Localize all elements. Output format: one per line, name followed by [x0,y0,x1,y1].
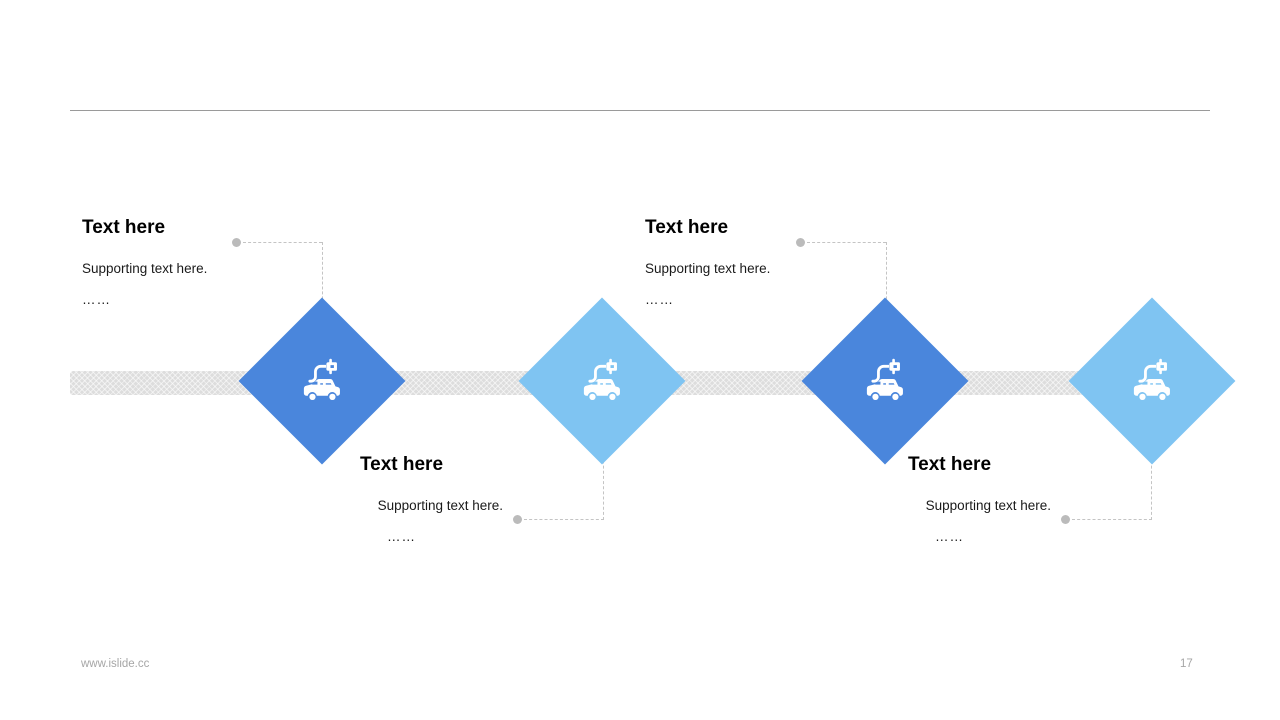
connector-line-v-3 [886,242,887,324]
text-block-4[interactable]: Text here Supporting text here. …… [848,454,1051,545]
connector-line-h-3 [807,242,886,243]
connector-line-h-2 [524,519,604,520]
connector-line-v-4 [1151,440,1152,520]
timeline-node-4[interactable] [1068,297,1236,465]
text-block-2-subtitle: Supporting text here. [377,497,503,513]
text-block-4-subtitle: Supporting text here. [925,497,1051,513]
text-block-3[interactable]: Text here Supporting text here. …… [645,217,771,308]
ev-charging-icon-1 [263,322,381,440]
text-block-1-title: Text here [82,217,166,238]
header-divider [70,110,1210,111]
connector-dot-2 [513,515,522,524]
ev-charging-icon-3 [826,322,944,440]
text-block-4-title: Text here [907,454,992,475]
text-block-1[interactable]: Text here Supporting text here. …… [82,217,208,308]
timeline-node-3[interactable] [801,297,969,465]
connector-dot-4 [1061,515,1070,524]
timeline-node-2[interactable] [518,297,686,465]
connector-line-h-1 [243,242,322,243]
footer-url[interactable]: www.islide.cc [81,658,150,670]
text-block-3-subtitle: Supporting text here. [645,260,771,276]
text-block-4-ellipsis: …… [935,529,964,545]
text-block-2-ellipsis: …… [387,529,416,545]
timeline-node-1[interactable] [238,297,406,465]
text-block-3-ellipsis: …… [645,292,674,308]
connector-dot-3 [796,238,805,247]
text-block-2-title: Text here [359,454,444,475]
text-block-1-subtitle: Supporting text here. [82,260,208,276]
text-block-1-ellipsis: …… [82,292,111,308]
text-block-3-title: Text here [645,217,729,238]
connector-line-v-1 [322,242,323,324]
connector-line-v-2 [603,440,604,520]
text-block-2[interactable]: Text here Supporting text here. …… [300,454,503,545]
connector-dot-1 [232,238,241,247]
page-number: 17 [1180,658,1193,670]
connector-line-h-4 [1072,519,1152,520]
ev-charging-icon-2 [543,322,661,440]
ev-charging-icon-4 [1093,322,1211,440]
